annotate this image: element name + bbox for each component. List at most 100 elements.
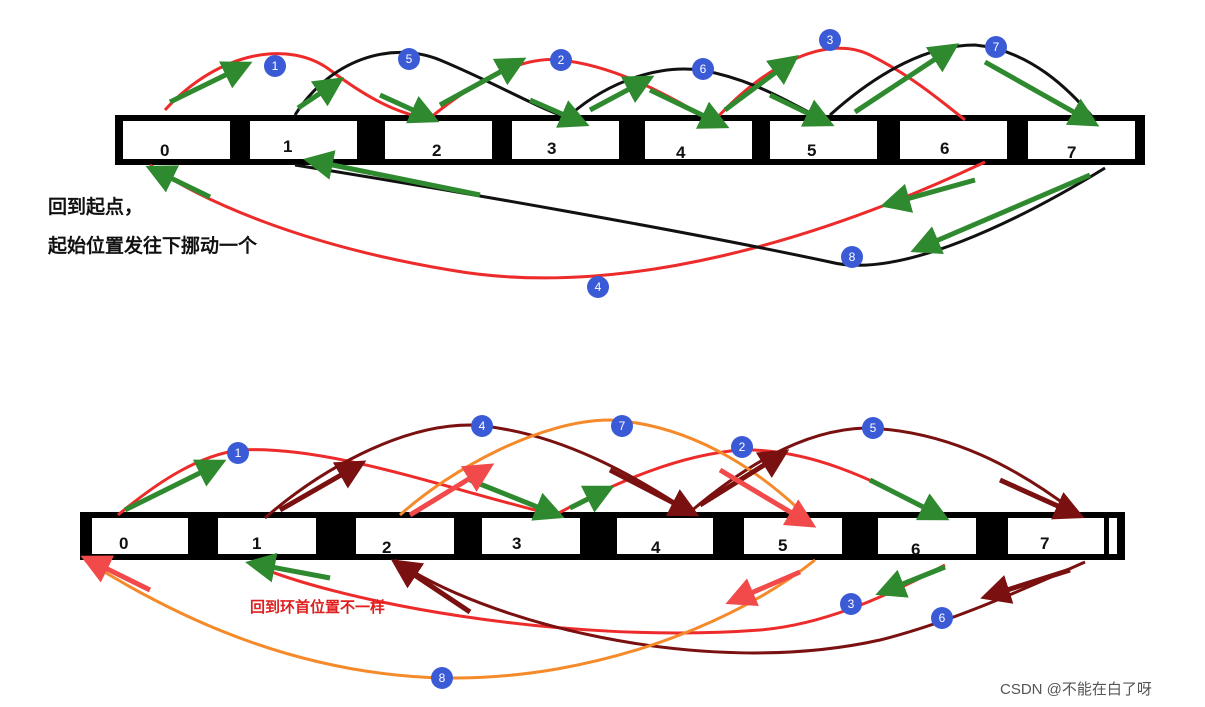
top-cell xyxy=(385,121,492,159)
top-green-arrow xyxy=(910,172,1091,254)
bottom-dark-arrow xyxy=(980,567,1071,604)
bottom-dark-arrow xyxy=(390,559,472,615)
step-marker xyxy=(731,436,753,458)
bottom-dark-return-arc xyxy=(394,558,1086,655)
top-cell xyxy=(1028,121,1135,159)
top-note-line1: 回到起点， xyxy=(48,196,144,218)
step-marker-label: 3 xyxy=(848,597,855,611)
top-cell-label: 7 xyxy=(1067,143,1076,162)
bottom-cell-label: 0 xyxy=(119,534,128,553)
top-green-arrow xyxy=(648,87,730,129)
step-marker xyxy=(931,607,953,629)
bottom-cell xyxy=(218,518,316,554)
step-marker-label: 1 xyxy=(272,59,279,73)
top-cell xyxy=(512,121,619,159)
top-red-arc xyxy=(713,46,966,122)
step-marker xyxy=(471,415,493,437)
bottom-red-arrow xyxy=(408,463,495,518)
step-marker-label: 4 xyxy=(595,280,602,294)
bottom-cell-edge xyxy=(1109,518,1117,554)
top-red-arc xyxy=(163,52,436,122)
top-green-arrow xyxy=(296,77,345,111)
top-cell-label: 0 xyxy=(160,141,169,160)
bottom-note: 回到环首位置不一样 xyxy=(250,598,386,616)
bottom-red-arc xyxy=(117,448,556,517)
bottom-array: 0 1 2 3 4 5 6 7 xyxy=(80,512,1125,560)
bottom-red-arc xyxy=(554,448,941,517)
top-green-arrow xyxy=(588,75,655,113)
step-marker xyxy=(840,593,862,615)
step-marker-label: 1 xyxy=(235,446,242,460)
bottom-cell-label: 4 xyxy=(651,538,661,557)
step-marker-label: 2 xyxy=(558,53,565,67)
step-marker-label: 3 xyxy=(827,33,834,47)
step-marker xyxy=(431,667,453,689)
bottom-step-markers: 1 4 7 2 5 3 6 8 xyxy=(227,415,953,689)
step-marker xyxy=(985,36,1007,58)
top-cell-label: 2 xyxy=(432,141,441,160)
top-curves xyxy=(145,43,1106,280)
step-marker-label: 8 xyxy=(849,250,856,264)
top-cell xyxy=(645,121,752,159)
top-cell xyxy=(250,121,357,159)
watermark: CSDN @不能在白了呀 xyxy=(1000,681,1152,698)
step-marker-label: 6 xyxy=(939,611,946,625)
step-marker xyxy=(692,58,714,80)
bottom-cell-label: 6 xyxy=(911,540,920,559)
top-black-arc xyxy=(828,43,1097,121)
bottom-cell xyxy=(1008,518,1104,554)
step-marker-label: 5 xyxy=(870,421,877,435)
top-green-arrow xyxy=(768,92,835,127)
top-array: 0 1 2 3 4 5 6 7 xyxy=(115,115,1145,165)
bottom-green-arrow xyxy=(568,485,615,513)
bottom-cell xyxy=(617,518,713,554)
step-marker xyxy=(227,442,249,464)
step-marker xyxy=(841,246,863,268)
bottom-cell-label: 1 xyxy=(252,534,261,553)
top-green-arrow xyxy=(723,55,800,113)
bottom-dark-arrow xyxy=(998,477,1085,520)
step-marker-label: 4 xyxy=(479,419,486,433)
top-cell xyxy=(770,121,877,159)
step-marker-label: 7 xyxy=(619,419,626,433)
bottom-red-return-arc xyxy=(249,561,946,635)
step-marker xyxy=(264,55,286,77)
step-marker-label: 2 xyxy=(739,440,746,454)
bottom-red-arrow xyxy=(718,467,817,528)
step-marker xyxy=(862,417,884,439)
top-cell-label: 5 xyxy=(807,141,816,160)
bottom-red-arrow xyxy=(725,569,801,606)
bottom-cell-label: 3 xyxy=(512,534,521,553)
step-marker-label: 5 xyxy=(406,52,413,66)
top-green-arrow xyxy=(853,43,960,115)
bottom-dark-arrow xyxy=(608,467,700,517)
bottom-cell-label: 5 xyxy=(778,536,787,555)
step-marker-label: 7 xyxy=(993,40,1000,54)
bottom-orange-arc xyxy=(398,418,812,522)
top-cell xyxy=(123,121,230,159)
step-marker xyxy=(611,415,633,437)
top-red-return-arc xyxy=(149,160,986,280)
step-marker-label: 8 xyxy=(439,671,446,685)
bottom-cell-label: 2 xyxy=(382,538,391,557)
top-cell-label: 1 xyxy=(283,137,292,156)
bottom-cell-label: 7 xyxy=(1040,534,1049,553)
top-green-arrow xyxy=(438,57,527,108)
bottom-green-arrow xyxy=(868,477,950,521)
bottom-cell xyxy=(92,518,188,554)
top-green-arrow xyxy=(983,59,1100,127)
top-green-arrow xyxy=(378,92,440,124)
bottom-green-arrow xyxy=(875,564,946,598)
top-note-line2: 起始位置发往下挪动一个 xyxy=(48,235,258,257)
top-green-arrow xyxy=(168,61,253,105)
top-green-arrow xyxy=(880,177,976,213)
bottom-cell xyxy=(482,518,580,554)
step-marker xyxy=(398,48,420,70)
step-marker-label: 6 xyxy=(700,62,707,76)
bottom-cell xyxy=(878,518,976,554)
top-green-arrow xyxy=(145,165,212,200)
bottom-green-arrow xyxy=(123,459,227,513)
step-marker xyxy=(550,49,572,71)
